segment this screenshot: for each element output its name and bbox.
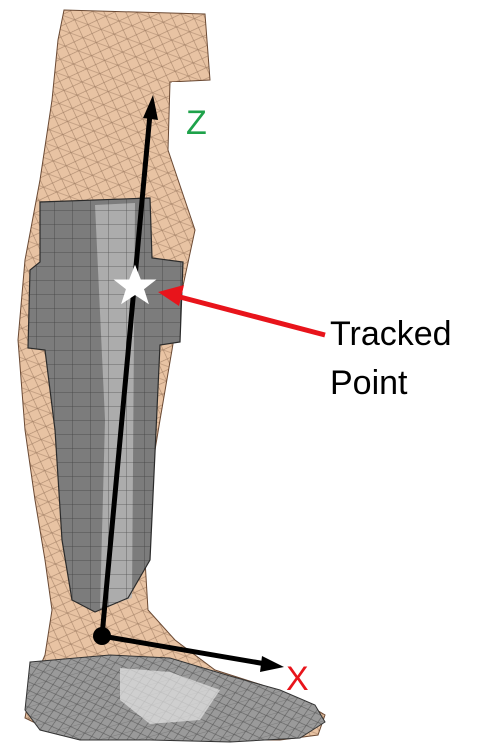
tracked-point-arrow — [158, 285, 325, 335]
z-axis-label: Z — [186, 104, 207, 142]
x-axis-arrowhead — [260, 656, 284, 672]
tracked-point-label-line2: Point — [330, 364, 408, 402]
foot-mesh — [25, 655, 325, 742]
tracked-point-label-line1: Tracked — [330, 315, 452, 353]
x-axis-label: X — [286, 660, 309, 698]
origin-point — [93, 627, 111, 645]
